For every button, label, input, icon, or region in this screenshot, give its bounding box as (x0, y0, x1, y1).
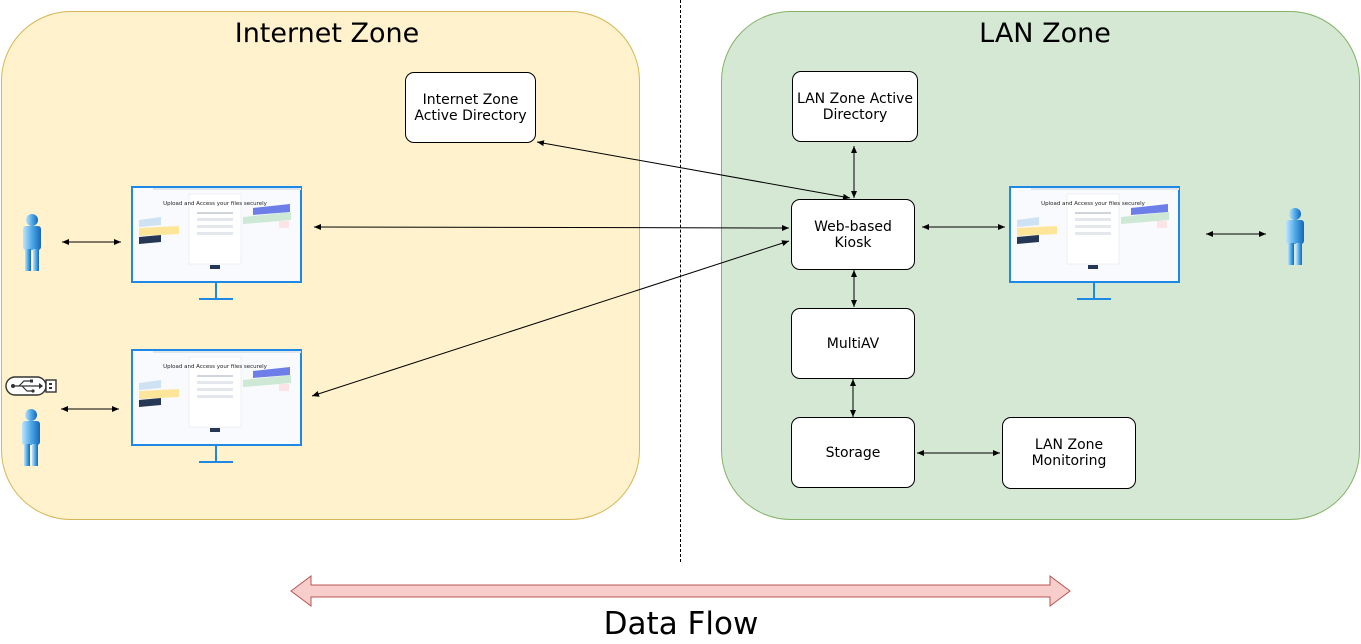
internet-zone (1, 11, 640, 520)
monitor-icon: Upload and Access your files securely (131, 186, 303, 306)
user-icon (23, 214, 41, 271)
lan-zone-title: LAN Zone (979, 18, 1111, 49)
data-flow-label: Data Flow (603, 606, 759, 642)
screen-heading: Upload and Access your files securely (163, 201, 268, 207)
internet-zone-active-directory[interactable]: Internet Zone Active Directory (405, 72, 536, 143)
zone-divider (680, 0, 681, 562)
user-icon (22, 409, 40, 466)
lan-zone-monitoring[interactable]: LAN Zone Monitoring (1002, 417, 1136, 489)
monitor-icon: Upload and Access your files securely (131, 349, 303, 469)
user-icon (1286, 208, 1304, 265)
monitor-icon: Upload and Access your files securely (1009, 186, 1181, 306)
screen-heading: Upload and Access your files securely (1041, 201, 1146, 207)
web-based-kiosk[interactable]: Web-based Kiosk (791, 199, 915, 270)
internet-zone-title: Internet Zone (234, 18, 420, 49)
multiav[interactable]: MultiAV (791, 308, 915, 379)
screen-heading: Upload and Access your files securely (163, 364, 268, 370)
usb-drive-icon (5, 376, 57, 396)
data-flow-arrow (290, 575, 1071, 607)
storage[interactable]: Storage (791, 417, 915, 488)
lan-zone-active-directory[interactable]: LAN Zone Active Directory (792, 71, 918, 142)
